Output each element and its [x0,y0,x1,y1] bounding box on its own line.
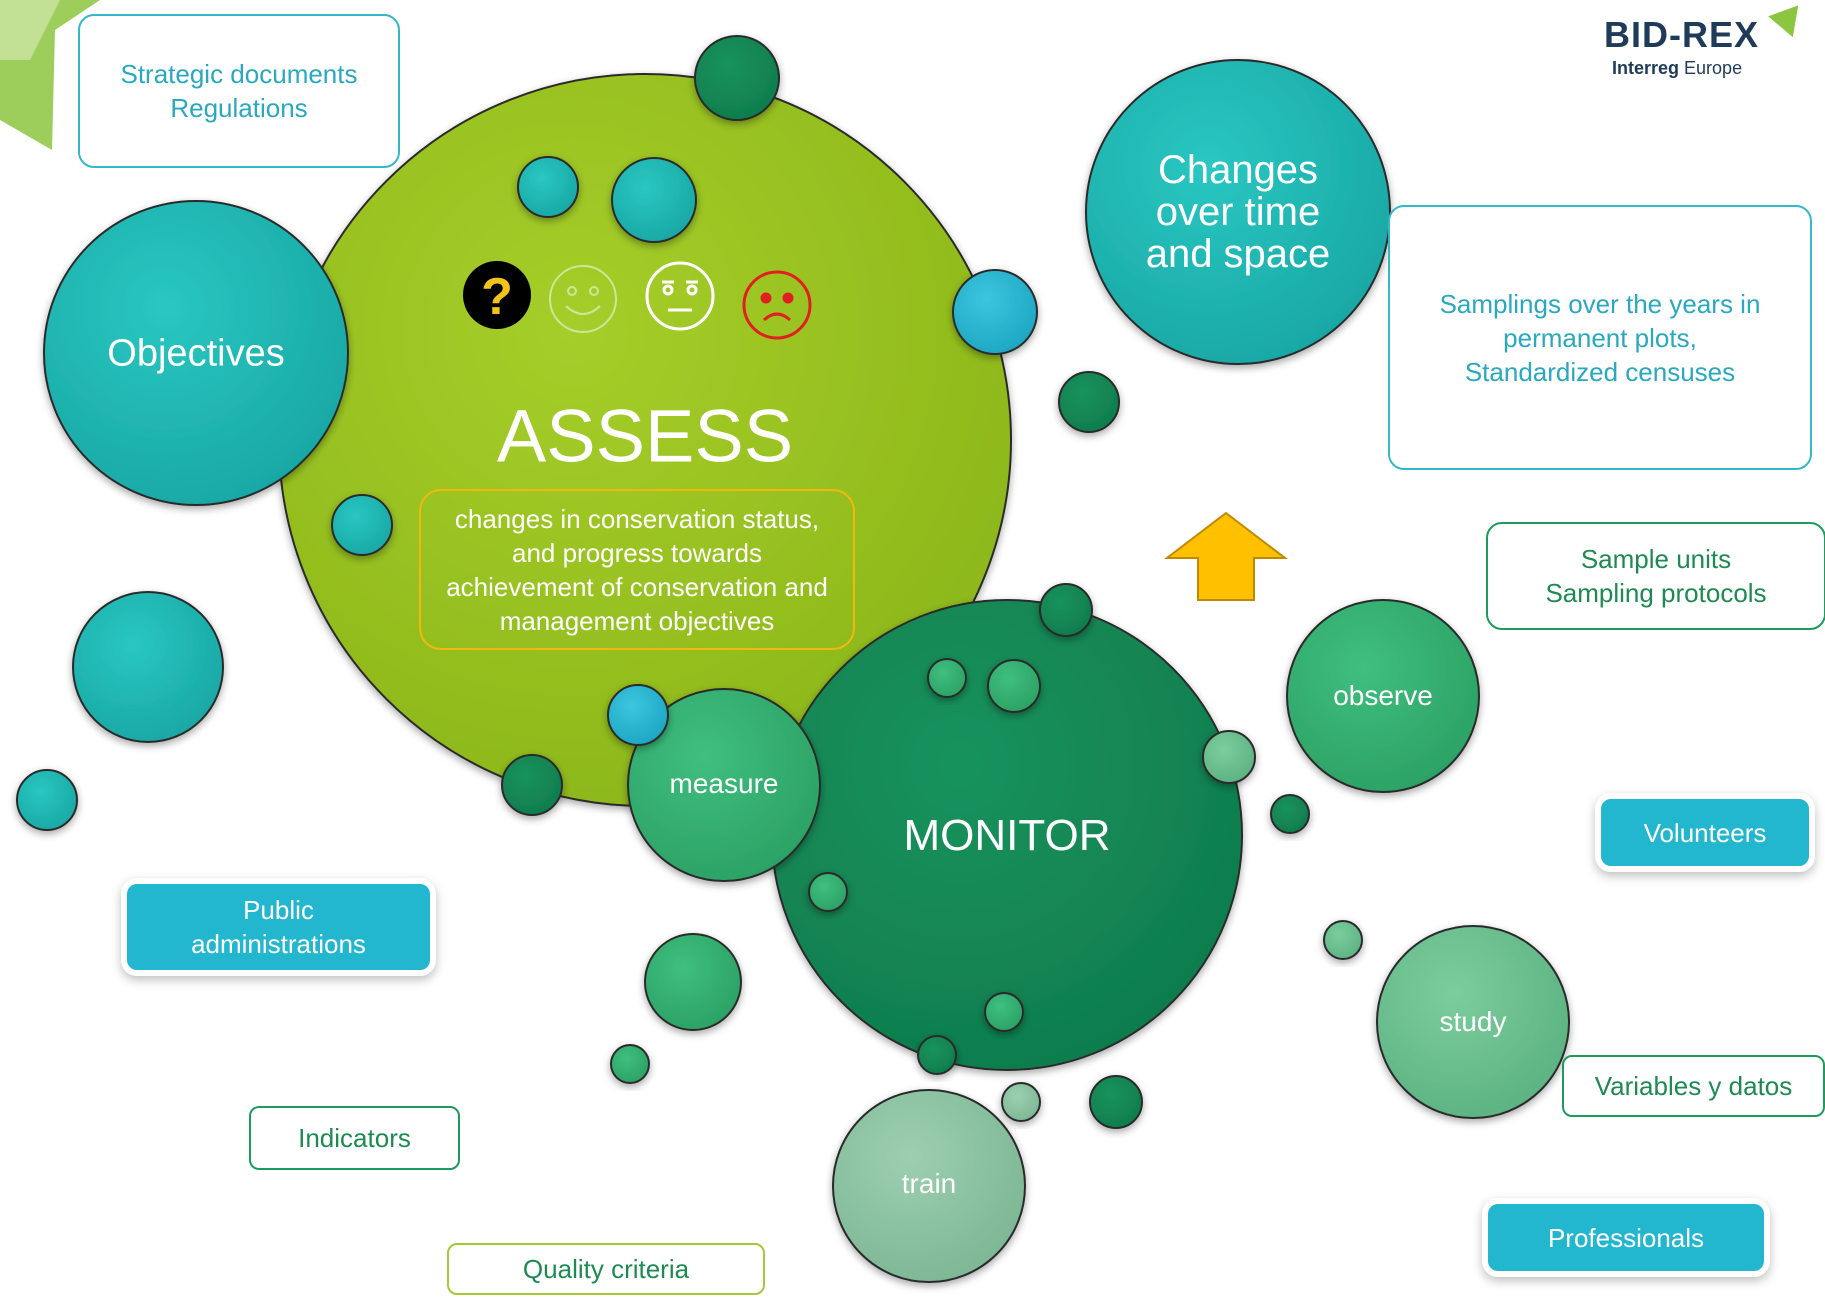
teal-bubble-left [72,591,224,743]
changes-label: Changes over time and space [1145,148,1331,276]
professionals-box: Professionals [1482,1198,1770,1277]
sample-units-line-2: Sampling protocols [1545,578,1767,608]
small-bubble [1202,730,1256,784]
train-label: train [901,1168,957,1199]
small-bubble [611,157,697,243]
indicators-label: Indicators [298,1123,411,1153]
quality-criteria-label: Quality criteria [522,1254,690,1284]
strategic-line-1: Strategic documents [120,59,358,89]
variables-box: Variables y datos [1562,1055,1825,1117]
small-bubble [1001,1082,1041,1122]
observe-label: observe [1333,680,1433,711]
assess-title: ASSESS [496,394,794,478]
sample-units-line-1: Sample units [1580,544,1732,574]
small-bubble [331,494,393,556]
professionals-label: Professionals [1547,1222,1705,1253]
small-bubble [694,35,780,121]
sad-icon [742,270,812,340]
logo-subtitle: Interreg Europe [1612,58,1742,79]
quality-criteria-box: Quality criteria [447,1243,765,1295]
public-admin-line-1: Public [243,895,314,925]
logo-subtitle-bold: Interreg [1612,58,1680,78]
small-bubble [987,659,1041,713]
small-bubble [808,872,848,912]
samplings-line-3: Standardized censuses [1464,357,1736,387]
small-bubble [984,992,1024,1032]
indicators-box: Indicators [249,1106,460,1170]
public-admin-line-2: administrations [191,929,366,959]
small-bubble [1323,920,1363,960]
samplings-line-1: Samplings over the years in [1439,289,1761,319]
small-bubbles [16,35,1363,1129]
samplings-box: Samplings over the years in permanent pl… [1388,205,1812,470]
small-bubble [1058,371,1120,433]
assess-summary-text: changes in conservation status, and prog… [446,503,828,636]
smile-icon [549,265,617,333]
public-administrations-box: Public administrations [121,878,436,976]
strategic-line-2: Regulations [170,93,308,123]
neutral-icon [645,261,715,331]
up-arrow-icon [1164,511,1288,601]
strategic-documents-box: Strategic documents Regulations [78,14,400,168]
measure-label: measure [669,768,779,799]
objectives-label: Objectives [107,332,285,375]
study-bubble[interactable] [1376,925,1570,1119]
objectives-bubble[interactable] [43,200,349,506]
small-bubble [1270,794,1310,834]
samplings-line-2: permanent plots, [1503,323,1697,353]
small-bubble [1039,583,1093,637]
small-bubble [927,658,967,698]
small-bubble [610,1044,650,1084]
volunteers-box: Volunteers [1595,793,1815,872]
small-bubble [644,933,742,1031]
bid-rex-logo: BID-REX Interreg Europe [1560,5,1808,80]
small-bubble [917,1035,957,1075]
monitor-title: MONITOR [903,811,1111,860]
small-bubble [1089,1075,1143,1129]
variables-label: Variables y datos [1594,1071,1793,1101]
assess-summary-box: changes in conservation status, and prog… [419,489,855,650]
logo-title: BID-REX [1604,14,1760,55]
small-bubble [501,754,563,816]
train-bubble[interactable] [832,1089,1026,1283]
sample-units-box: Sample units Sampling protocols [1486,522,1825,630]
measure-bubble[interactable] [627,688,821,882]
small-bubble [952,269,1038,355]
small-bubble [16,769,78,831]
study-label: study [1439,1006,1507,1037]
small-bubble [517,156,579,218]
volunteers-label: Volunteers [1643,817,1767,848]
question-icon: ? [463,261,531,329]
observe-bubble[interactable] [1286,599,1480,793]
corner-leaf-shade [0,0,60,60]
svg-text:?: ? [481,268,513,326]
small-bubble [607,684,669,746]
logo-subtitle-rest: Europe [1679,58,1743,78]
